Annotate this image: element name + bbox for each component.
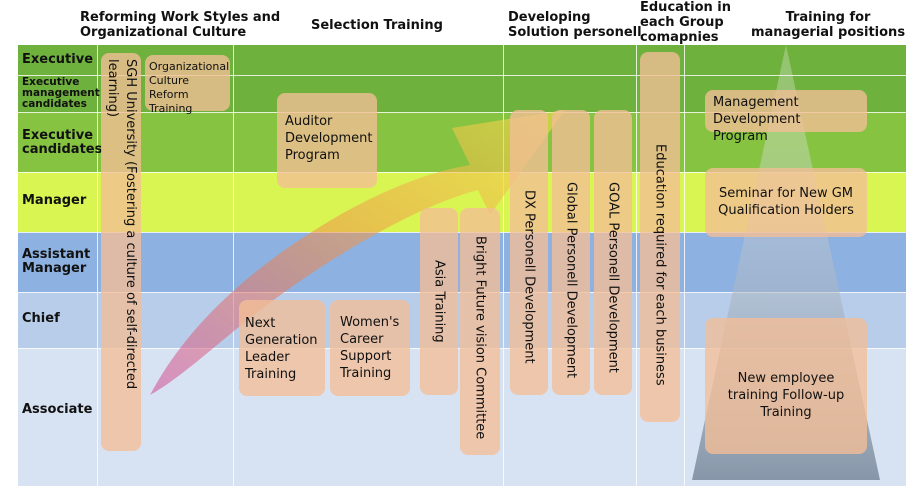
box-asia-training-text: Asia Training	[431, 260, 447, 343]
header-reforming: Reforming Work Styles and Organizational…	[80, 10, 281, 40]
box-global-personell: Global Personell Development	[552, 110, 590, 395]
box-seminar-new-gm: Seminar for New GM Qualification Holders	[705, 168, 867, 237]
box-goal-personell-text: GOAL Personell Development	[605, 182, 621, 373]
box-org-culture: Organizational Culture Reform Training	[145, 55, 230, 115]
row-label-exec-mgmt: Executive management candidates	[22, 76, 100, 110]
box-sgh-university-text: SGH University (Fostering a culture of s…	[105, 59, 138, 390]
box-bright-future-text: Bright Future vision Committee	[472, 236, 488, 440]
box-next-generation: Next Generation Leader Training	[239, 300, 325, 396]
box-asia-training: Asia Training	[420, 208, 458, 395]
row-label-assistant: Assistant Manager	[22, 247, 91, 276]
row-label-exec-cand: Executive candidates	[22, 128, 103, 157]
grid-line	[636, 45, 637, 486]
header-selection: Selection Training	[311, 18, 443, 33]
header-education: Education in each Group comapnies	[640, 0, 732, 45]
header-training: Training for managerial positions	[750, 10, 906, 40]
box-dx-personell-text: DX Personell Development	[521, 190, 537, 364]
box-new-employee: New employee training Follow-up Training	[705, 318, 867, 454]
box-education-required: Education required for each business	[640, 52, 680, 422]
grid-line	[684, 45, 685, 486]
box-global-personell-text: Global Personell Development	[563, 182, 579, 379]
row-label-associate: Associate	[22, 402, 93, 417]
row-label-manager: Manager	[22, 193, 87, 208]
row-label-chief: Chief	[22, 311, 60, 326]
box-education-required-text: Education required for each business	[652, 144, 668, 386]
grid-line	[18, 75, 906, 76]
header-developing: Developing Solution personell	[508, 10, 642, 40]
box-goal-personell: GOAL Personell Development	[594, 110, 632, 395]
box-dx-personell: DX Personell Development	[510, 110, 548, 395]
box-womens-career: Women's Career Support Training	[330, 300, 410, 396]
grid-line	[97, 45, 98, 486]
box-auditor: Auditor Development Program	[277, 93, 377, 188]
box-bright-future: Bright Future vision Committee	[460, 208, 500, 455]
box-sgh-university: SGH University (Fostering a culture of s…	[101, 53, 141, 451]
box-management-development: Management Development Program	[705, 90, 867, 144]
row-label-executive: Executive	[22, 52, 94, 67]
